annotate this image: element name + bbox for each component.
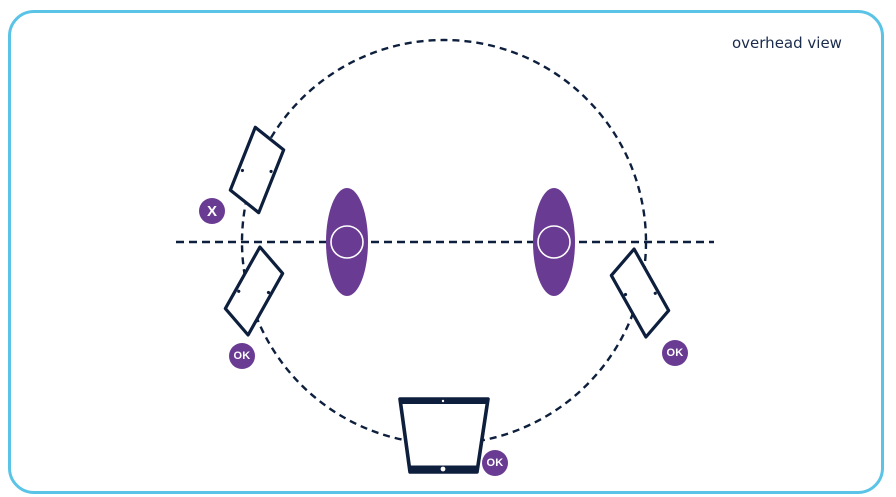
participant-left — [326, 188, 368, 296]
tablet-device-icon — [398, 397, 490, 474]
tablet-device-icon — [223, 245, 285, 337]
tablet-device-icon — [228, 125, 286, 215]
view-label: overhead view — [732, 34, 842, 52]
tablet-device-icon — [609, 247, 671, 339]
participant-right — [533, 188, 575, 296]
status-badge-x: X — [199, 198, 225, 224]
status-badge-ok-bottom: OK — [482, 450, 508, 476]
status-badge-ok-right: OK — [662, 340, 688, 366]
status-badge-ok-left: OK — [229, 343, 255, 369]
